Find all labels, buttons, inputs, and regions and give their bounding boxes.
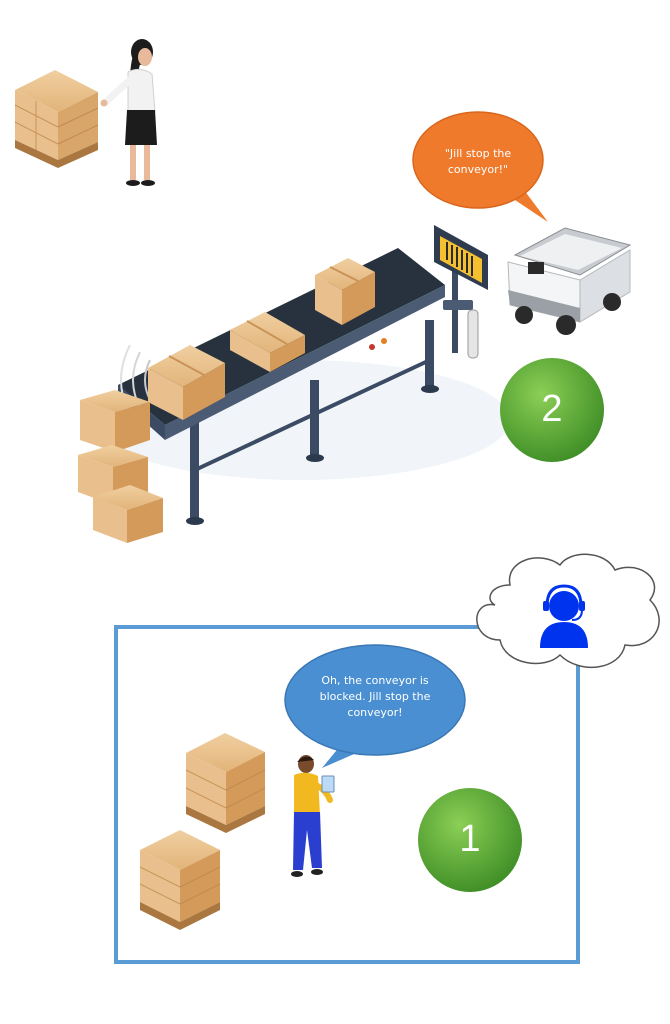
delivery-robot [507,227,632,335]
worker-bubble-text: Oh, the conveyor is blocked. Jill stop t… [319,674,431,719]
step-badge-1 [418,788,522,892]
robot-bubble-text: "Jill stop the conveyor!" [444,147,512,176]
worker-figure [291,755,335,877]
pallet-boxes-top [14,70,99,168]
conveyor-box-middle [230,312,305,372]
scenario-frame [114,625,580,964]
badge-2-label: 2 [541,388,563,430]
step-badge-2 [500,358,604,462]
barcode-scanner [434,225,488,359]
badge-1-label: 1 [459,818,481,860]
conveyor-box-near [148,345,225,420]
pallet-boxes-upper [185,733,266,833]
headset-operator-icon [540,584,588,648]
conveyor-box-far [315,258,375,325]
pallet-boxes-lower [139,830,221,930]
robot-speech-bubble [412,111,548,222]
woman-figure [100,39,157,186]
stacked-boxes-left [78,390,163,543]
worker-speech-bubble [284,644,466,768]
